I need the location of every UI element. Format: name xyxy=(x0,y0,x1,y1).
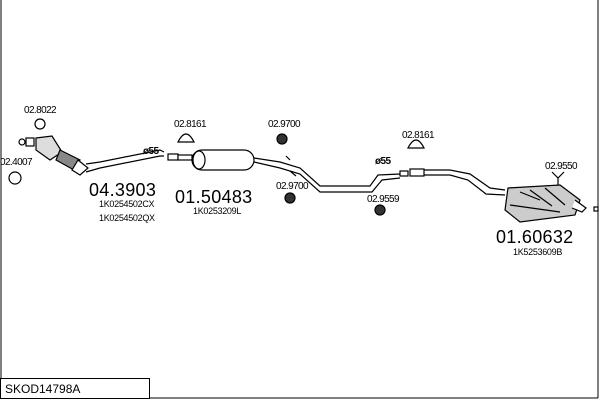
oem-ref: 1K0254502QX xyxy=(99,213,155,223)
accessory-label: 02.8161 xyxy=(402,130,435,141)
front-pipe xyxy=(85,149,165,173)
pipe-diameter: ø55 xyxy=(143,146,159,157)
diagram-code: SKOD14798A xyxy=(0,378,150,399)
oem-ref: 1K0254502CX xyxy=(99,199,155,209)
oem-ref: 1K0253209L xyxy=(193,206,242,216)
hanger-icon xyxy=(177,133,195,143)
accessory-label: 02.9700 xyxy=(268,119,301,130)
rubber-mount-icon xyxy=(374,204,386,216)
oem-ref: 1K5253609B xyxy=(513,247,563,257)
accessory-icons xyxy=(8,118,565,216)
accessory-label: 02.9550 xyxy=(545,161,578,172)
ring-icon xyxy=(8,171,22,185)
part-number: 04.3903 xyxy=(89,180,157,200)
accessory-label: 02.4007 xyxy=(0,157,33,168)
pipe-diameter: ø55 xyxy=(375,156,391,167)
rubber-mount-icon xyxy=(276,133,288,145)
accessory-label: 02.8161 xyxy=(174,119,207,130)
catalytic-converter xyxy=(18,135,89,176)
accessory-label: 02.9700 xyxy=(276,181,309,192)
accessory-label: 02.9559 xyxy=(367,194,400,205)
part-number: 01.60632 xyxy=(496,227,574,247)
hanger-icon xyxy=(407,139,425,149)
middle-silencer xyxy=(167,149,401,193)
ring-icon xyxy=(34,118,46,130)
rubber-mount-icon xyxy=(284,192,296,204)
part-number: 01.50483 xyxy=(175,187,253,207)
rear-silencer xyxy=(399,168,599,223)
accessory-label: 02.8022 xyxy=(24,105,57,116)
bracket-icon xyxy=(551,171,565,185)
